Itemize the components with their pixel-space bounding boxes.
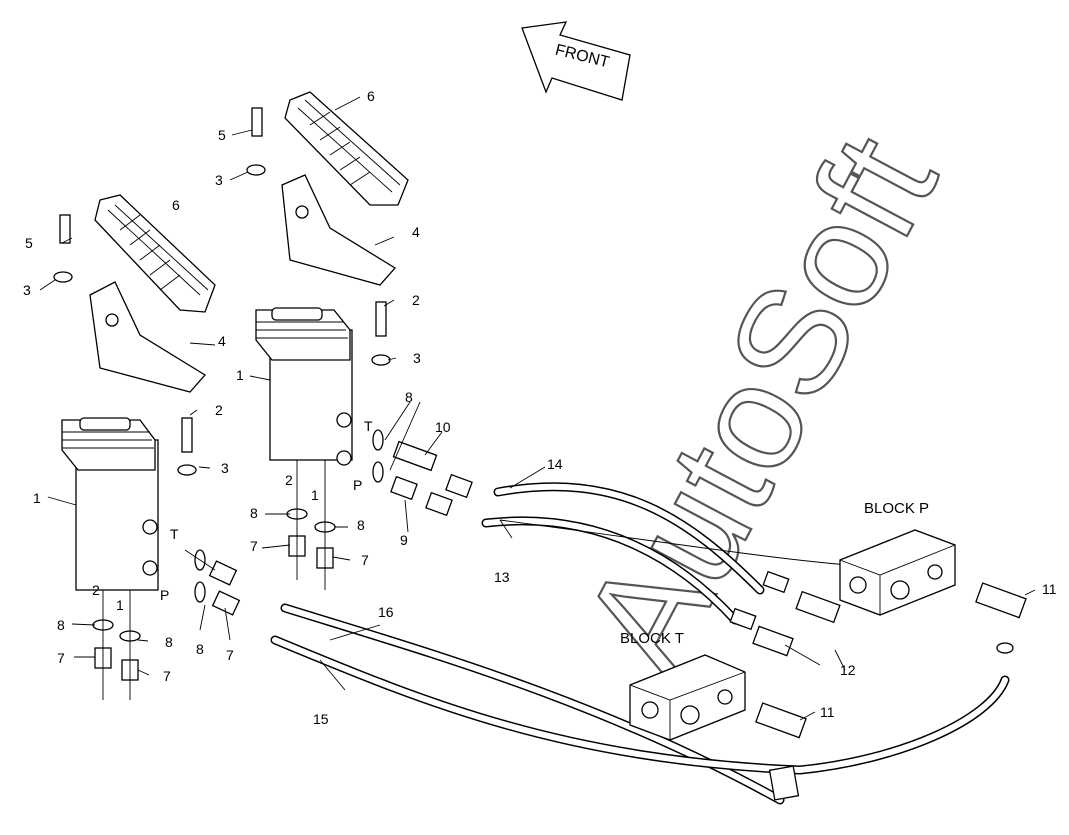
callout-8: 8 [250, 505, 258, 521]
callout-3: 3 [221, 460, 229, 476]
callout-8: 8 [165, 634, 173, 650]
tee-fitting [795, 590, 841, 624]
callout-11: 11 [820, 704, 835, 720]
pedal-bracket [89, 281, 206, 393]
elbow-fitting [755, 702, 807, 739]
callout-6: 6 [172, 197, 180, 213]
callout-6: 6 [367, 88, 375, 104]
callout-5: 5 [25, 235, 33, 251]
callout-labels: 6 6 5 5 3 3 4 4 2 3 1 2 3 1 T P T P 8 10… [23, 88, 1057, 727]
block-t [629, 654, 746, 741]
fittings-right [729, 570, 1027, 801]
pedal-pad [284, 91, 409, 206]
callout-16: 16 [378, 604, 394, 620]
callout-7: 7 [163, 668, 171, 684]
callout-8: 8 [405, 389, 413, 405]
callout-12: 12 [840, 662, 856, 678]
callout-8: 8 [357, 517, 365, 533]
callout-10: 10 [435, 419, 451, 435]
callout-15: 15 [313, 711, 329, 727]
pedal-bracket [281, 174, 396, 286]
callout-1: 1 [311, 487, 319, 503]
callout-8: 8 [57, 617, 65, 633]
callout-7: 7 [361, 552, 369, 568]
callout-5: 5 [218, 127, 226, 143]
port-p: P [160, 587, 169, 603]
callout-1: 1 [33, 490, 41, 506]
callout-2: 2 [92, 582, 100, 598]
adapter [392, 440, 438, 472]
left-pedal-valve [53, 194, 241, 700]
port-t: T [170, 526, 179, 542]
elbow-fitting [975, 582, 1027, 619]
callout-2: 2 [412, 292, 420, 308]
callout-9: 9 [400, 532, 408, 548]
front-arrow: FRONT [521, 21, 631, 101]
callout-4: 4 [412, 224, 420, 240]
washer [246, 164, 266, 176]
washer [53, 271, 73, 283]
callout-7: 7 [226, 647, 234, 663]
callout-1: 1 [116, 597, 124, 613]
block-p-label: BLOCK P [864, 500, 929, 517]
callout-4: 4 [218, 333, 226, 349]
hoses [270, 482, 1010, 805]
right-pedal-valve [246, 91, 473, 590]
callout-3: 3 [413, 350, 421, 366]
bolt [251, 107, 263, 137]
callout-3: 3 [23, 282, 31, 298]
bolt [181, 417, 193, 453]
tee-fitting [752, 625, 794, 657]
callout-11: 11 [1042, 581, 1057, 597]
washer [177, 464, 197, 476]
bolt [375, 301, 387, 337]
arrow-left-icon [521, 21, 631, 101]
block-t-label: BLOCK T [620, 630, 684, 647]
block-p [839, 529, 956, 616]
port-t: T [364, 418, 373, 434]
callout-14: 14 [547, 456, 563, 472]
callout-7: 7 [250, 538, 258, 554]
washer [371, 354, 391, 366]
callout-3: 3 [215, 172, 223, 188]
callout-1: 1 [236, 367, 244, 383]
callout-8: 8 [196, 641, 204, 657]
callout-2: 2 [215, 402, 223, 418]
port-p: P [353, 477, 362, 493]
watermark: AutoSoft [550, 110, 968, 697]
leader-lines [39, 96, 1036, 721]
callout-7: 7 [57, 650, 65, 666]
callout-2: 2 [285, 472, 293, 488]
callout-13: 13 [494, 569, 510, 585]
bolt [59, 214, 71, 244]
